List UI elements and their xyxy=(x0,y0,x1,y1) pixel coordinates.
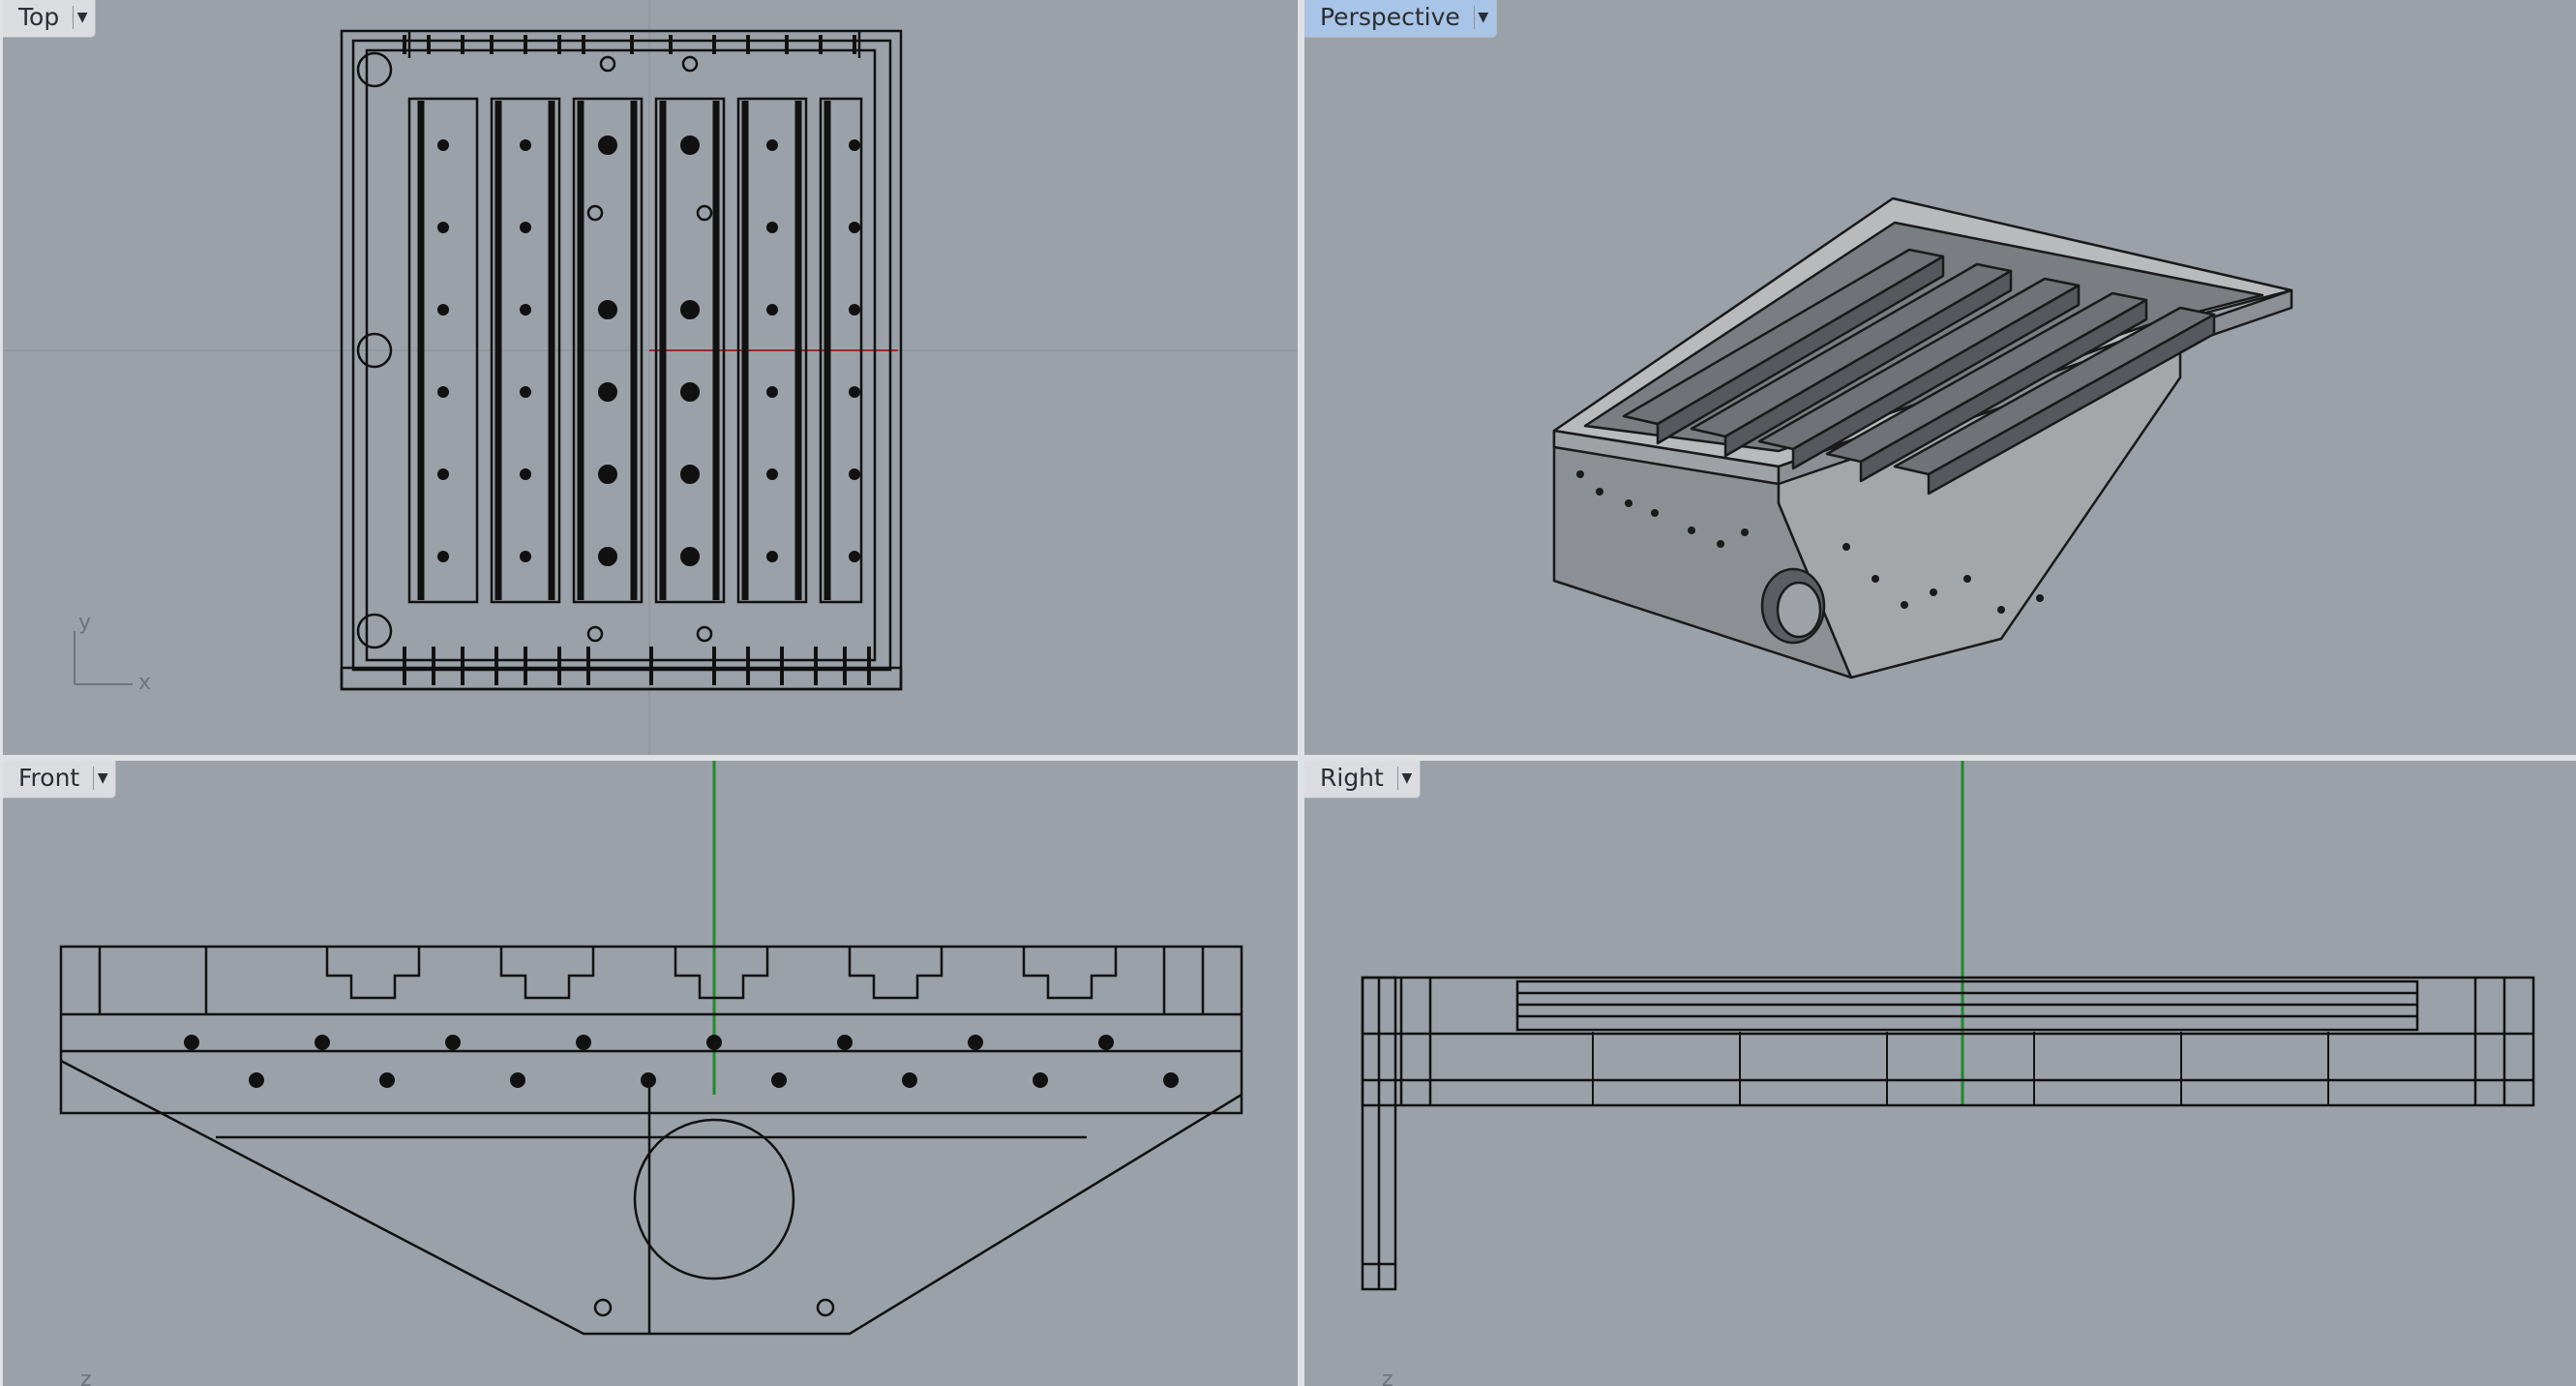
axis-label-x: x xyxy=(138,671,151,695)
chevron-down-icon[interactable]: ▼ xyxy=(1473,6,1492,29)
axis-label-y: y xyxy=(78,611,91,635)
viewport-tab-label[interactable]: Right xyxy=(1320,764,1384,792)
viewport-right[interactable]: z Right ▼ xyxy=(1304,761,2576,1386)
viewport-tab-top[interactable]: Top ▼ xyxy=(3,0,97,38)
viewport-tab-label[interactable]: Perspective xyxy=(1320,3,1460,31)
viewport-tab-perspective[interactable]: Perspective ▼ xyxy=(1304,0,1497,38)
right-view-drawing: z xyxy=(1361,761,2535,1386)
viewport-tab-label[interactable]: Front xyxy=(18,764,80,792)
viewport-top[interactable]: y x Top ▼ xyxy=(3,0,1298,755)
viewport-front[interactable]: z Front ▼ xyxy=(3,761,1298,1386)
chevron-down-icon[interactable]: ▼ xyxy=(93,767,111,790)
top-view-drawing: y x xyxy=(3,0,1298,755)
axis-label-z: z xyxy=(1382,1368,1393,1386)
viewport-tab-front[interactable]: Front ▼ xyxy=(3,761,117,798)
viewport-perspective[interactable]: Perspective ▼ xyxy=(1304,0,2576,755)
chevron-down-icon[interactable]: ▼ xyxy=(1396,767,1416,790)
viewport-tab-right[interactable]: Right ▼ xyxy=(1304,761,1421,798)
viewport-tab-label[interactable]: Top xyxy=(18,3,60,31)
perspective-view-drawing xyxy=(1552,196,2293,679)
axis-label-z: z xyxy=(80,1368,92,1386)
front-view-drawing: z xyxy=(59,761,1243,1386)
chevron-down-icon[interactable]: ▼ xyxy=(73,6,91,29)
